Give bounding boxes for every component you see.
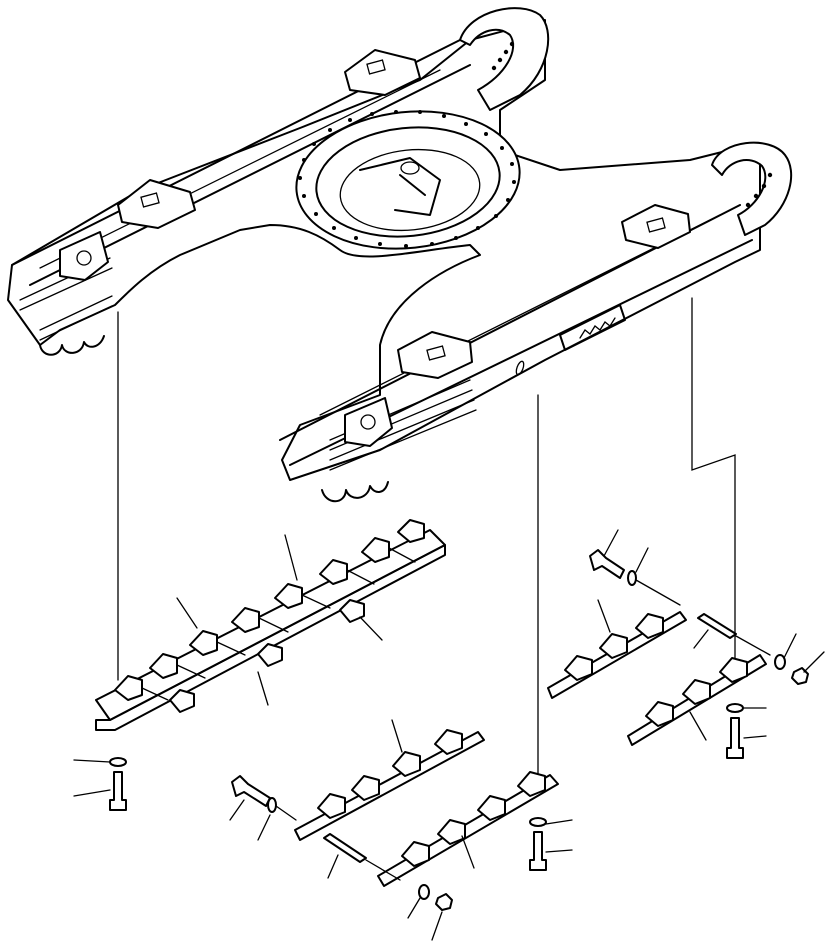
washer [774, 654, 786, 670]
washer [726, 703, 744, 713]
carrier-roller-brackets [117, 49, 691, 379]
right-front-idler-clevis [344, 397, 393, 447]
right-track-guard-upper [547, 611, 687, 699]
track-frame-body [7, 19, 761, 481]
bolt [726, 717, 744, 759]
leader-lines [117, 297, 736, 781]
nut [435, 893, 453, 911]
fasteners [109, 549, 809, 911]
swing-circle-bolt-holes [298, 110, 516, 248]
left-rail-stripe [39, 69, 441, 269]
pin [323, 833, 367, 863]
pin [697, 613, 737, 639]
washer [267, 797, 277, 813]
bolt [589, 549, 625, 579]
callout-leaders [73, 529, 825, 941]
right-rail-front-tip [321, 481, 389, 503]
yoke-bolt-holes [491, 41, 773, 208]
track-guard-cross-bars [141, 547, 416, 701]
long-track-guard [95, 519, 446, 731]
right-track-guard-lower [627, 654, 767, 746]
center-joint-bracket [359, 157, 441, 216]
track-guard-lugs-lower [169, 599, 365, 713]
center-track-guard-upper [294, 729, 485, 841]
bolt [109, 771, 127, 811]
recoil-spring-window [515, 304, 626, 376]
rear-idler-yoke-right [711, 141, 793, 236]
rear-idler-yoke-left [459, 7, 550, 111]
right-rail-stripe [319, 214, 721, 416]
track-guard-lugs-upper [114, 519, 425, 701]
left-front-idler-clevis [59, 231, 109, 281]
washer [418, 884, 430, 900]
washer [109, 757, 127, 767]
bolt [529, 831, 547, 871]
bolt [231, 775, 271, 807]
left-rail-front-tip [39, 335, 105, 356]
center-track-guard-lower [377, 771, 559, 887]
track-frame [7, 7, 793, 503]
washer [529, 817, 547, 827]
washer [627, 570, 637, 586]
swing-circle [295, 110, 521, 250]
